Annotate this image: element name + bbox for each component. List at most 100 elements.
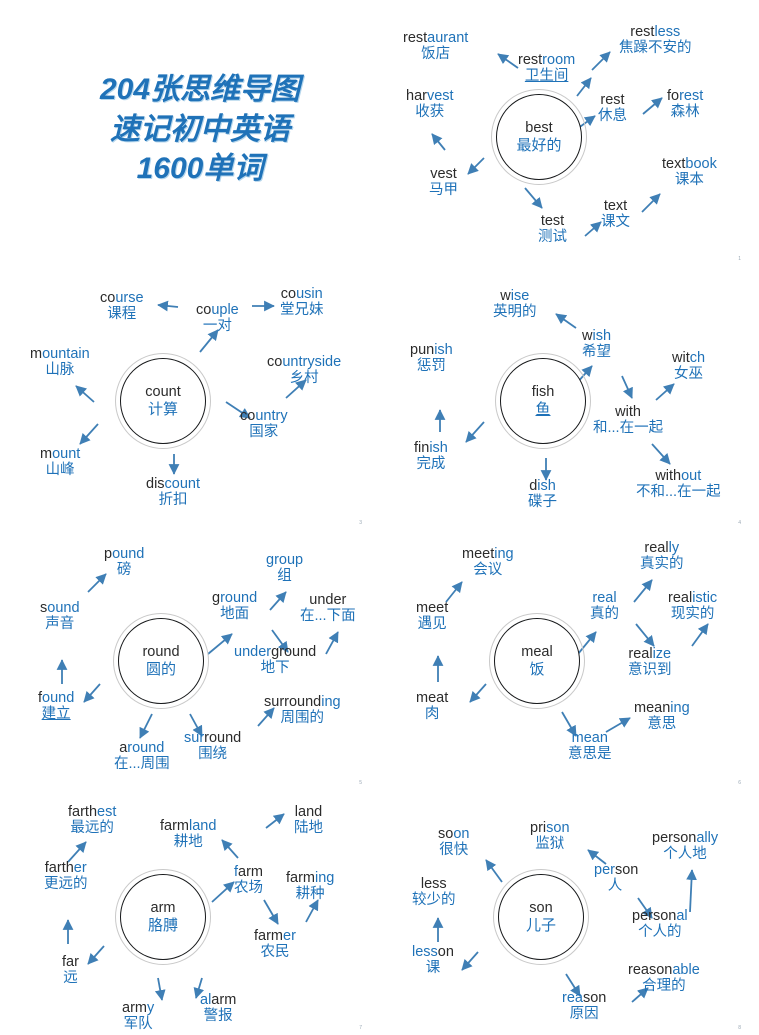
node-punish[interactable]: punish 惩罚 [410, 342, 453, 374]
core-cn: 胳膊 [147, 916, 178, 934]
word-affix: son [582, 990, 607, 1006]
node-meaning[interactable]: meaning 意思 [634, 700, 690, 732]
word-affix: ountain [42, 346, 90, 362]
node-personal[interactable]: personal 个人的 [632, 908, 688, 940]
node-person[interactable]: person 人 [594, 862, 639, 895]
node-restless[interactable]: restless 焦躁不安的 [619, 24, 692, 56]
core-node-son[interactable]: son 儿子 [493, 869, 589, 965]
node-realistic[interactable]: realistic 现实的 [668, 590, 717, 622]
word-affix: son [614, 862, 639, 878]
node-translation: 远 [63, 970, 78, 987]
word-root: per [594, 862, 615, 878]
word-root: f [234, 864, 239, 880]
node-farmland[interactable]: farmland 耕地 [160, 818, 216, 850]
core-node-best[interactable]: best 最好的 [491, 89, 587, 185]
word-affix: er [73, 860, 87, 876]
node-realize[interactable]: realize 意识到 [628, 646, 672, 678]
node-prison[interactable]: prison 监狱 [530, 820, 570, 852]
node-lesson[interactable]: lesson 课 [412, 944, 454, 976]
core-node-arm[interactable]: arm 胳膊 [115, 869, 211, 965]
node-discount[interactable]: discount 折扣 [146, 476, 200, 508]
node-around[interactable]: around 在...周围 [114, 740, 170, 772]
node-wish[interactable]: wish 希望 [582, 328, 611, 360]
node-rest[interactable]: rest 休息 [598, 92, 627, 124]
node-forest[interactable]: forest 森林 [667, 88, 703, 120]
node-mean[interactable]: mean 意思是 [568, 730, 612, 762]
node-countryside[interactable]: countryside 乡村 [267, 354, 341, 386]
node-surround[interactable]: surround 围绕 [184, 730, 241, 762]
node-restaurant[interactable]: restaurant 饭店 [403, 30, 468, 62]
node-found[interactable]: found 建立 [38, 690, 74, 722]
node-vest[interactable]: vest 马甲 [429, 166, 458, 198]
node-pound[interactable]: pound 磅 [104, 546, 144, 578]
node-far[interactable]: far 远 [62, 954, 79, 986]
node-finish[interactable]: finish 完成 [414, 440, 448, 472]
node-soon[interactable]: soon 很快 [438, 826, 469, 858]
node-mount[interactable]: mount 山峰 [40, 446, 80, 478]
word-root: s [40, 600, 48, 616]
node-under[interactable]: under 在...下面 [300, 592, 356, 624]
core-node-fish[interactable]: fish 鱼 [495, 353, 591, 449]
node-wise[interactable]: wise 英明的 [493, 288, 537, 320]
node-farm[interactable]: farm 农场 [234, 864, 263, 896]
node-witch[interactable]: witch 女巫 [672, 350, 705, 382]
node-real[interactable]: real 真的 [590, 590, 619, 622]
node-meat[interactable]: meat 肉 [416, 690, 448, 722]
node-surrounding[interactable]: surrounding 周围的 [264, 694, 341, 726]
node-reasonable[interactable]: reasonable 合理的 [628, 962, 700, 994]
node-restroom[interactable]: restroom 卫生间 [518, 52, 575, 84]
node-land[interactable]: land 陆地 [294, 804, 323, 836]
node-personally[interactable]: personally 个人地 [652, 830, 718, 862]
word-root: mean [634, 700, 671, 716]
core-cn: 圆的 [145, 660, 176, 678]
node-farther[interactable]: farther 更远的 [44, 860, 88, 892]
core-node-round[interactable]: round 圆的 [113, 613, 209, 709]
node-sound[interactable]: sound 声音 [40, 600, 80, 632]
node-farthest[interactable]: farthest 最远的 [68, 804, 116, 836]
node-without[interactable]: without 不和...在一起 [636, 468, 721, 500]
node-meeting[interactable]: meeting 会议 [462, 546, 514, 578]
node-ground[interactable]: ground 地面 [212, 590, 257, 622]
node-less[interactable]: less 较少的 [412, 876, 456, 908]
node-course[interactable]: course 课程 [100, 290, 144, 322]
node-translation: 人 [607, 878, 623, 895]
word-affix: ally [696, 830, 719, 846]
node-reason[interactable]: reason 原因 [562, 990, 606, 1022]
core-node-meal[interactable]: meal 饭 [489, 613, 585, 709]
node-text[interactable]: text 课文 [601, 198, 630, 230]
node-country[interactable]: country 国家 [240, 408, 288, 440]
node-farming[interactable]: farming 耕种 [286, 870, 334, 902]
word-root: real [644, 540, 669, 556]
node-dish[interactable]: dish 碟子 [528, 478, 557, 510]
word-root: text [603, 198, 628, 214]
node-army[interactable]: army 军队 [122, 1000, 154, 1032]
node-underground[interactable]: underground 地下 [234, 644, 316, 676]
word-root: co [240, 408, 256, 424]
word-root: w [500, 288, 511, 304]
word-affix: untry [255, 408, 288, 424]
mindmap-meal: meal 饭 meeting 会议 meet 遇见 meat 肉 mean 意思… [390, 532, 759, 790]
node-group[interactable]: group 组 [266, 552, 303, 584]
word-root: g [212, 590, 221, 606]
node-really[interactable]: really 真实的 [640, 540, 684, 572]
node-farmer[interactable]: farmer 农民 [254, 928, 296, 960]
word-affix: ish [592, 328, 612, 344]
node-test[interactable]: test 测试 [538, 213, 567, 245]
node-with[interactable]: with 和...在一起 [593, 404, 663, 436]
core-node-count[interactable]: count 计算 [115, 353, 211, 449]
node-translation: 意思 [647, 716, 677, 733]
node-couple[interactable]: couple 一对 [196, 302, 239, 334]
node-meet[interactable]: meet 遇见 [416, 600, 448, 632]
node-translation: 监狱 [535, 836, 565, 853]
node-mountain[interactable]: mountain 山脉 [30, 346, 90, 378]
word-affix: ing [670, 700, 690, 716]
word-affix: round [204, 730, 242, 746]
word-root: har [406, 88, 427, 104]
node-textbook[interactable]: textbook 课本 [662, 156, 717, 188]
node-harvest[interactable]: harvest 收获 [406, 88, 454, 120]
node-translation: 收获 [415, 104, 445, 121]
node-cousin[interactable]: cousin 堂兄妹 [280, 286, 324, 318]
node-alarm[interactable]: alarm 警报 [200, 992, 236, 1024]
word-affix: ound [112, 546, 145, 562]
word-root: fin [414, 440, 430, 456]
